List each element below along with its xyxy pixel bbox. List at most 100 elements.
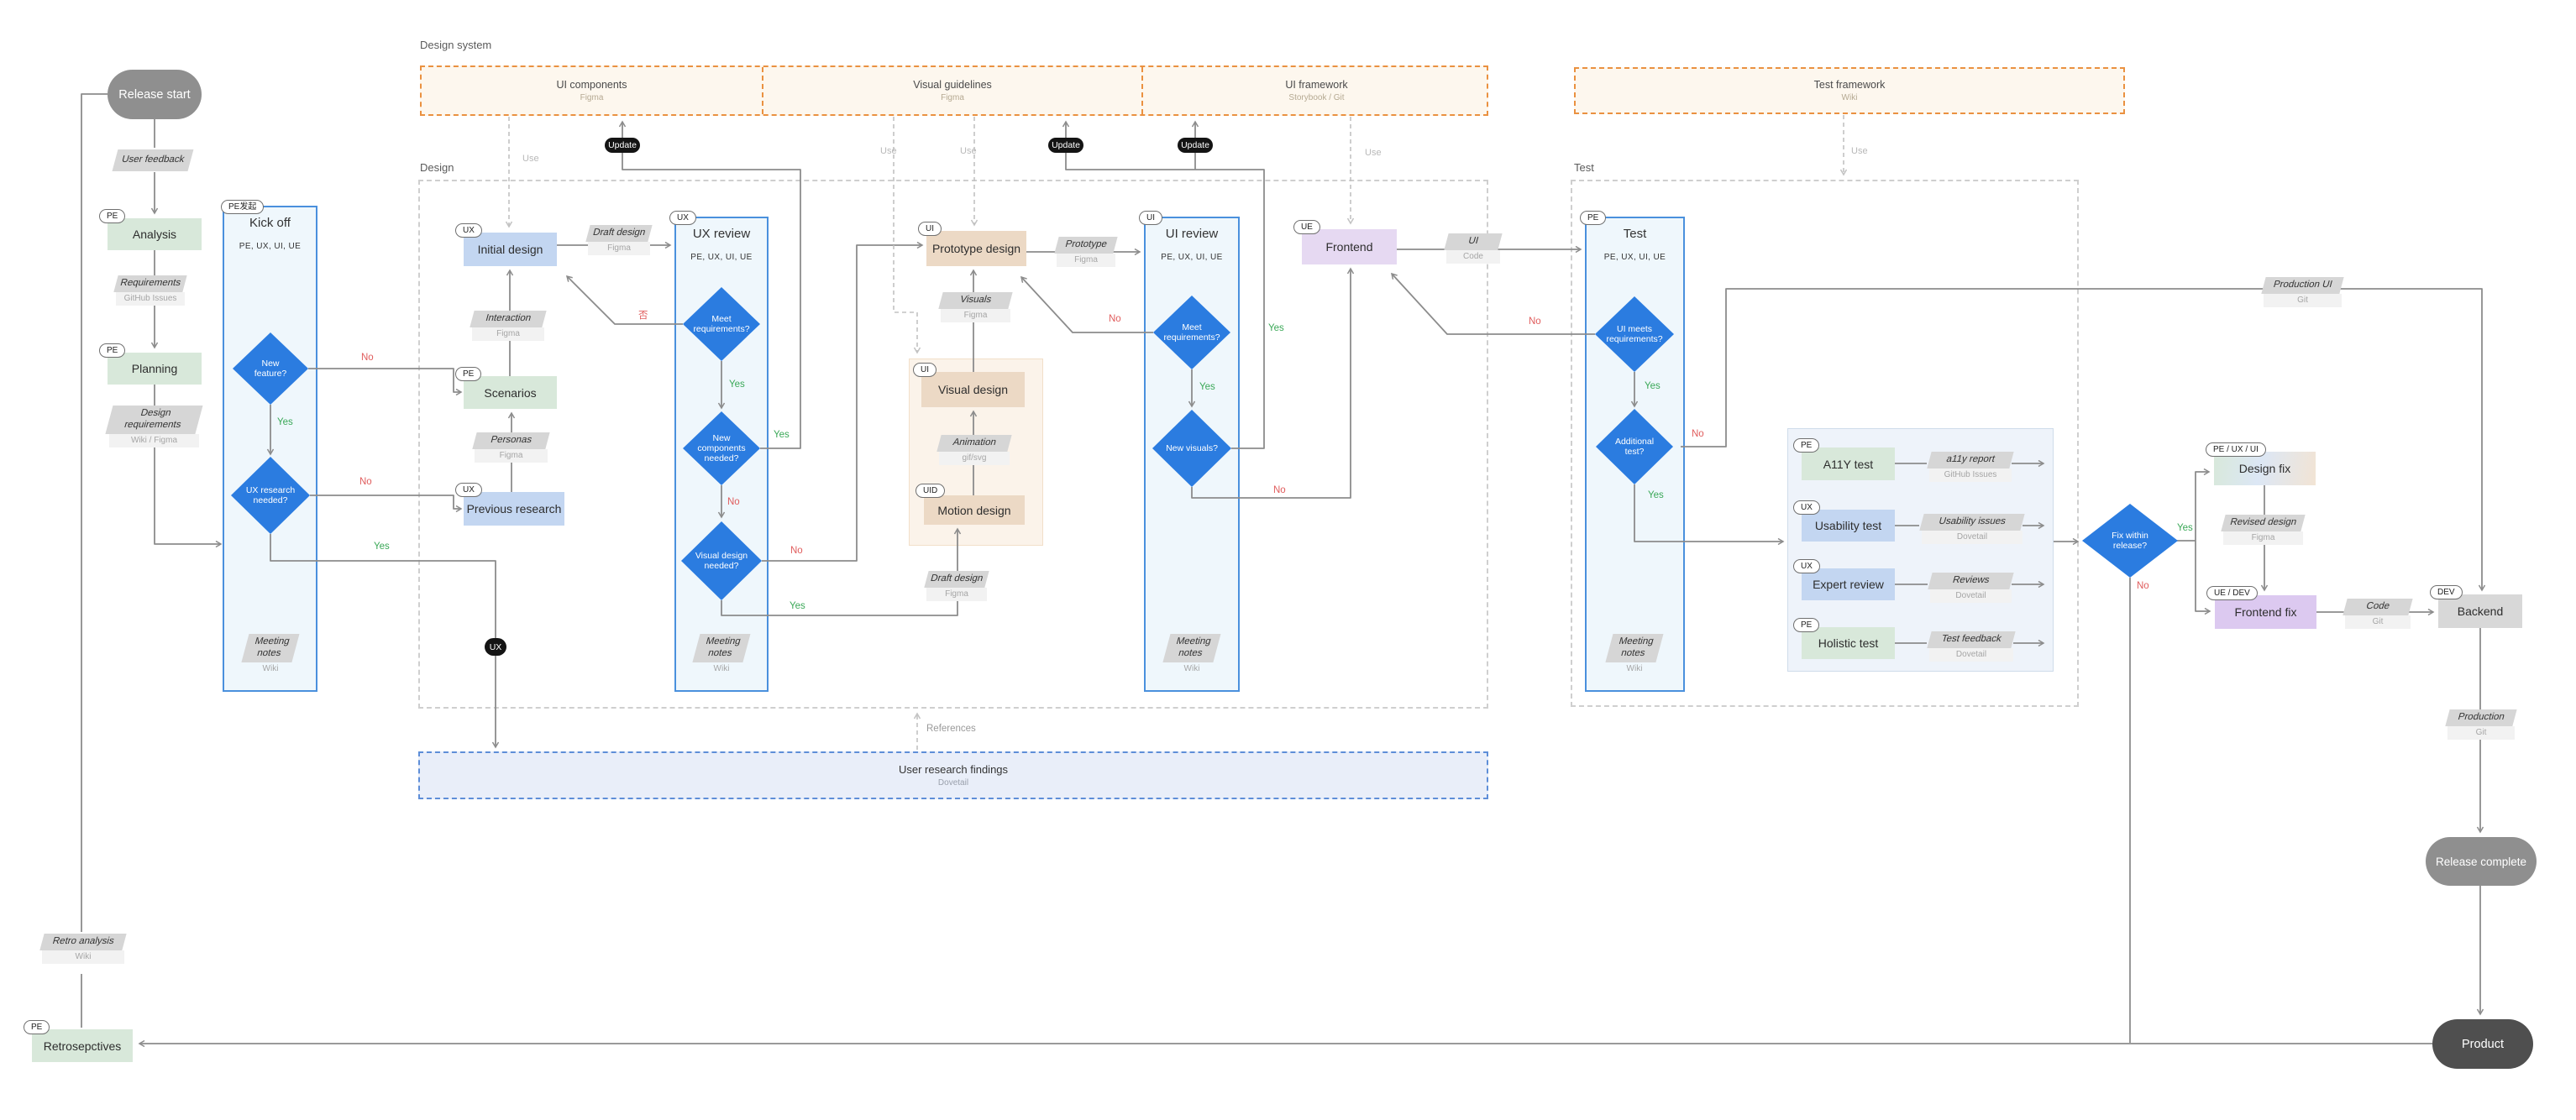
user-feedback-artifact[interactable]: User feedback <box>112 149 194 171</box>
requirements-artifact[interactable]: Requirements GitHub Issues <box>113 275 187 306</box>
kickoff-badge: PE发起 <box>221 200 265 214</box>
release-complete-node[interactable]: Release complete <box>2426 837 2537 886</box>
retro-analysis-tool: Wiki <box>42 950 124 964</box>
holistic-test-node[interactable]: PE Holistic test <box>1793 618 1895 659</box>
release-start-node[interactable]: Release start <box>108 70 202 119</box>
ds-cell-tool: Storybook / Git <box>1288 93 1345 102</box>
a11y-report-tool: GitHub Issues <box>1929 468 2012 482</box>
ui-review-roles: PE, UX, UI, UE <box>1161 253 1223 262</box>
interaction-artifact[interactable]: Interaction Figma <box>470 311 547 341</box>
ds-cell-test-framework[interactable]: Test framework Wiki <box>1576 69 2123 113</box>
ui-review-badge: UI <box>1139 211 1162 225</box>
kickoff-title: Kick off <box>249 216 291 230</box>
ds-cell-visual-guidelines[interactable]: Visual guidelines Figma <box>762 67 1141 114</box>
scenarios-node[interactable]: PE Scenarios <box>455 367 557 409</box>
test-framework-box[interactable]: Test framework Wiki <box>1574 67 2125 114</box>
draft-design-artifact[interactable]: Draft design Figma <box>585 225 653 255</box>
ux-role-pill[interactable]: UX <box>485 638 506 656</box>
prototype-design-role-badge: UI <box>918 222 942 236</box>
usability-test-node[interactable]: UX Usability test <box>1793 500 1895 542</box>
frontend-node[interactable]: UE Frontend <box>1293 220 1397 264</box>
backend-node[interactable]: DEV Backend <box>2430 585 2522 628</box>
update-pill-2[interactable]: Update <box>1048 138 1083 153</box>
ux-review-badge: UX <box>669 211 696 225</box>
animation-artifact[interactable]: Animation gif/svg <box>936 435 1012 465</box>
meeting-notes-tool: Wiki <box>1626 663 1643 673</box>
kickoff-meeting-notes[interactable]: Meeting notes Wiki <box>241 634 300 676</box>
fix-within-release-decision[interactable]: Fix within release? <box>2082 504 2178 578</box>
meeting-notes-label: Meeting notes <box>1162 634 1221 662</box>
ux-review-meeting-notes[interactable]: Meeting notes Wiki <box>692 634 751 676</box>
design-system-box[interactable]: UI components Figma Visual guidelines Fi… <box>420 65 1488 116</box>
production-ui-artifact[interactable]: Production UI Git <box>2261 277 2344 307</box>
ui-review-meeting-notes[interactable]: Meeting notes Wiki <box>1162 634 1221 676</box>
draft-design-2-tool: Figma <box>926 587 987 601</box>
code-artifact[interactable]: Code Git <box>2343 599 2413 629</box>
test-section-label: Test <box>1574 161 1594 174</box>
prototype-artifact[interactable]: Prototype Figma <box>1054 237 1118 267</box>
user-research-findings-box[interactable]: User research findings Dovetail <box>418 751 1488 799</box>
animation-tool: gif/svg <box>939 451 1010 465</box>
test-meeting-notes[interactable]: Meeting notes Wiki <box>1605 634 1664 676</box>
revised-design-artifact[interactable]: Revised design Figma <box>2221 515 2306 545</box>
a11y-test-label: A11Y test <box>1823 457 1874 471</box>
code-label: Code <box>2343 599 2413 615</box>
reviews-artifact[interactable]: Reviews Dovetail <box>1928 573 2014 603</box>
design-requirements-artifact[interactable]: Design requirements Wiki / Figma <box>105 406 203 447</box>
ui-code-artifact[interactable]: UI Code <box>1444 233 1503 264</box>
retro-analysis-artifact[interactable]: Retro analysis Wiki <box>39 934 127 964</box>
test-feedback-artifact[interactable]: Test feedback Dovetail <box>1927 631 2016 662</box>
kickoff-box[interactable]: PE发起 Kick off PE, UX, UI, UE <box>221 200 317 692</box>
visuals-artifact[interactable]: Visuals Figma <box>938 292 1013 322</box>
edge-no-additional-test: No <box>1692 429 1704 439</box>
ds-cell-ui-framework[interactable]: UI framework Storybook / Git <box>1141 67 1490 114</box>
production-artifact[interactable]: Production Git <box>2445 709 2517 740</box>
ux-review-title: UX review <box>692 227 751 241</box>
product-node[interactable]: Product <box>2432 1019 2533 1069</box>
product-label: Product <box>2462 1037 2504 1051</box>
kickoff-roles: PE, UX, UI, UE <box>239 242 302 251</box>
frontend-fix-node[interactable]: UE / DEV Frontend fix <box>2206 586 2316 629</box>
design-fix-node[interactable]: PE / UX / UI Design fix <box>2206 442 2316 485</box>
design-section <box>418 180 1488 709</box>
visuals-tool: Figma <box>941 308 1010 322</box>
update-label: Update <box>1181 140 1209 150</box>
motion-design-node[interactable]: UID Motion design <box>916 484 1025 525</box>
visual-design-node[interactable]: UI Visual design <box>913 363 1025 407</box>
test-title: Test <box>1623 227 1647 241</box>
initial-design-node[interactable]: UX Initial design <box>455 223 557 266</box>
ds-cell-tool: Figma <box>941 93 964 102</box>
planning-node[interactable]: PE Planning <box>99 343 202 385</box>
prototype-design-node[interactable]: UI Prototype design <box>918 222 1026 266</box>
prototype-tool: Figma <box>1057 253 1115 267</box>
retrospectives-label: Retrosepctives <box>43 1039 122 1053</box>
edge-no-ux-research: No <box>359 477 372 487</box>
analysis-node[interactable]: PE Analysis <box>99 209 202 250</box>
draft-design-2-artifact[interactable]: Draft design Figma <box>924 571 989 601</box>
retrospectives-node[interactable]: PE Retrosepctives <box>24 1020 133 1062</box>
visual-design-role-badge: UI <box>913 363 936 377</box>
a11y-test-role-badge: PE <box>1793 438 1820 453</box>
expert-review-node[interactable]: UX Expert review <box>1793 559 1895 600</box>
ds-cell-title: UI framework <box>1285 79 1348 91</box>
new-feature-label: New feature? <box>254 358 287 379</box>
personas-artifact[interactable]: Personas Figma <box>472 432 550 463</box>
previous-research-node[interactable]: UX Previous research <box>455 483 564 526</box>
a11y-test-node[interactable]: PE A11Y test <box>1793 438 1895 480</box>
ds-cell-tool: Figma <box>580 93 604 102</box>
personas-tool: Figma <box>475 448 548 463</box>
usability-issues-artifact[interactable]: Usability issues Dovetail <box>1919 514 2025 544</box>
ui-code-label: UI <box>1444 233 1503 250</box>
update-pill-3[interactable]: Update <box>1178 138 1213 153</box>
release-start-label: Release start <box>118 87 191 102</box>
initial-design-label: Initial design <box>477 243 543 256</box>
planning-role-badge: PE <box>99 343 126 358</box>
reviews-label: Reviews <box>1928 573 2014 589</box>
a11y-report-artifact[interactable]: a11y report GitHub Issues <box>1927 452 2014 482</box>
design-requirements-label: Design requirements <box>105 406 203 434</box>
update-pill-1[interactable]: Update <box>605 138 640 153</box>
ds-cell-ui-components[interactable]: UI components Figma <box>422 67 762 114</box>
code-tool: Git <box>2345 615 2411 629</box>
meeting-notes-label: Meeting notes <box>241 634 300 662</box>
